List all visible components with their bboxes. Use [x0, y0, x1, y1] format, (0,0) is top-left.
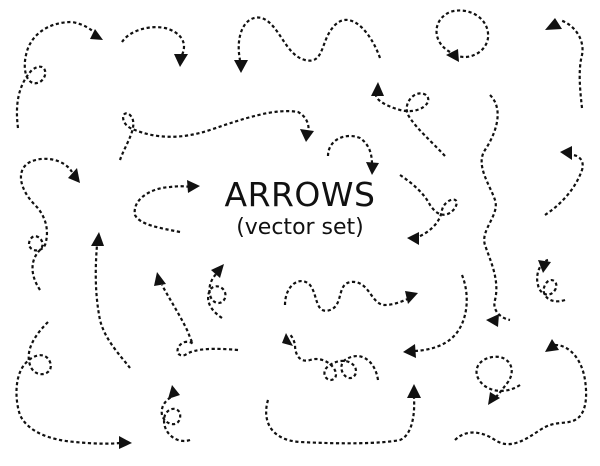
hook-arrow-icon: [326, 134, 379, 175]
wave-arrow-icon: [234, 16, 382, 73]
spiral-arrow-icon: [160, 385, 191, 443]
circle-arrow-icon: [475, 355, 521, 405]
long-curve-arrow-icon: [403, 274, 468, 358]
spiral-arrow-icon: [399, 174, 458, 245]
spiral-arrow-icon: [206, 264, 227, 319]
long-curve-arrow-icon: [118, 110, 314, 161]
wave-arrow-icon: [480, 94, 511, 327]
bent-arrow-icon: [544, 146, 584, 216]
wave-arrow-icon: [454, 339, 588, 446]
page-subtitle: (vector set): [236, 215, 364, 240]
spiral-arrow-icon: [536, 258, 566, 303]
curly-loop-arrow-icon: [15, 20, 103, 129]
wave-arrow-icon: [283, 280, 418, 312]
hook-arrow-icon: [265, 384, 421, 445]
hook-arrow-icon: [121, 26, 188, 67]
curly-loop-arrow-icon: [19, 157, 80, 291]
page-title: ARROWS: [224, 175, 376, 214]
circle-arrow-icon: [435, 9, 490, 62]
bent-arrow-icon: [133, 180, 200, 234]
long-curve-arrow-icon: [91, 232, 131, 369]
squiggle-arrow-icon: [282, 333, 380, 382]
circle-arrow-icon: [154, 272, 239, 357]
spiral-arrow-icon: [371, 82, 446, 157]
squiggle-arrow-icon: [545, 18, 584, 109]
curly-loop-arrow-icon: [15, 321, 132, 449]
